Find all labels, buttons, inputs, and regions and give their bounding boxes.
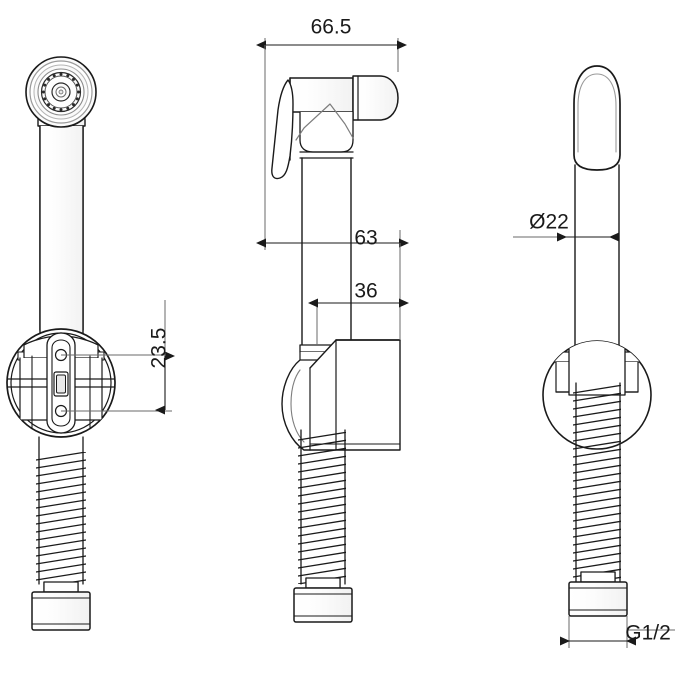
flexible-hose-front <box>31 436 91 631</box>
dimension-66-5 <box>256 38 407 76</box>
dimension-thread-g12 <box>560 616 675 648</box>
wall-bracket-plate-front <box>6 328 116 438</box>
dimension-36 <box>308 243 409 345</box>
spray-face <box>25 56 97 128</box>
wall-bracket-plate-rear <box>542 340 652 450</box>
dimension-label-thread-g12: G1/2 <box>625 622 671 645</box>
front-view-group <box>6 56 116 631</box>
wall-bracket-side <box>281 339 401 451</box>
dimension-label-63: 63 <box>354 227 377 250</box>
dimension-label-diameter-22: Ø22 <box>529 211 569 234</box>
dimension-label-23-5: 23.5 <box>148 328 171 369</box>
dimension-23-5 <box>61 300 175 415</box>
flexible-hose-rear <box>568 382 628 617</box>
rear-view-group <box>542 65 652 617</box>
dimension-label-36: 36 <box>354 280 377 303</box>
dimension-label-66-5: 66.5 <box>311 16 352 39</box>
flexible-hose-side <box>293 429 353 623</box>
side-view-group <box>271 75 401 623</box>
